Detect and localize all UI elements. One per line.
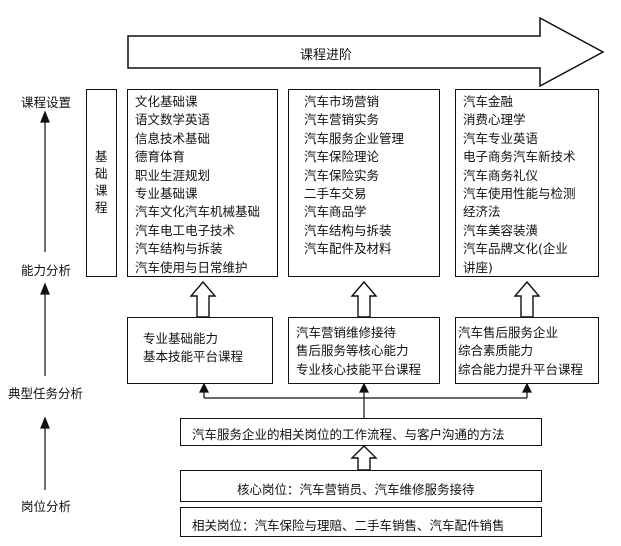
course-item: 汽车使用性能与检测 [463, 186, 576, 202]
course-item: 汽车保险理论 [304, 149, 380, 165]
basic-course-tag: 基 础 课 程 [95, 148, 108, 216]
ability-box-core [288, 317, 440, 384]
course-item: 汽车服务企业管理 [304, 130, 405, 146]
progress-banner-label: 课程进阶 [300, 48, 353, 63]
course-item: 汽车商品学 [304, 204, 367, 220]
basic-course-tag-char: 课 [95, 183, 108, 198]
label-ability-analysis: 能力分析 [21, 263, 72, 278]
course-item: 汽车结构与拆装 [135, 241, 223, 257]
course-box-basic [127, 89, 278, 277]
course-item: 汽车美容装潢 [463, 222, 539, 238]
basic-course-tag-box [86, 89, 117, 277]
ability-list-comprehensive: 汽车售后服务企业 综合素质能力 综合能力提升平台课程 [458, 324, 583, 379]
course-item: 汽车市场营销 [304, 94, 380, 109]
course-item: 汽车专业英语 [463, 130, 539, 146]
ability-item: 专业核心技能平台课程 [296, 361, 422, 377]
ability-item: 综合素质能力 [458, 343, 534, 359]
course-item: 语文数学英语 [135, 112, 211, 128]
course-item: 经济法 [463, 204, 501, 220]
core-positions-label: 核心岗位：汽车营销员、汽车维修服务接待 [237, 482, 475, 497]
course-item: 汽车配件及材料 [304, 241, 392, 257]
ability-item: 综合能力提升平台课程 [458, 361, 584, 377]
course-list-core: 汽车市场营销 汽车营销实务 汽车服务企业管理 汽车保险理论 汽车保险实务 二手车… [304, 93, 404, 259]
basic-course-tag-char: 基 [95, 149, 108, 164]
ability-list-core: 汽车营销维修接待 售后服务等核心能力 专业核心技能平台课程 [296, 324, 421, 379]
ability-list-basic: 专业基础能力 基本技能平台课程 [143, 330, 243, 367]
workflow-label: 汽车服务企业的相关岗位的工作流程、与客户沟通的方法 [192, 427, 505, 442]
course-item: 职业生涯规划 [135, 167, 211, 183]
course-item: 汽车保险实务 [304, 167, 380, 183]
course-item: 汽车金融 [463, 94, 514, 109]
course-item: 消费心理学 [463, 112, 526, 128]
ability-item: 汽车售后服务企业 [458, 325, 559, 340]
workflow-box [180, 418, 542, 446]
course-item: 德育体育 [135, 149, 186, 165]
course-item: 汽车商务礼仪 [463, 167, 539, 183]
course-item: 二手车交易 [304, 186, 367, 202]
progress-arrow-shape [127, 16, 605, 88]
course-item: 汽车结构与拆装 [304, 222, 392, 238]
label-course-setting: 课程设置 [21, 95, 72, 110]
ability-item: 售后服务等核心能力 [296, 343, 409, 359]
course-item: 汽车使用与日常维护 [135, 259, 248, 275]
course-item: 汽车电工电子技术 [135, 222, 236, 238]
course-list-basic: 文化基础课 语文数学英语 信息技术基础 德育体育 职业生涯规划 专业基础课 汽车… [135, 93, 260, 277]
course-item: 讲座) [463, 259, 493, 275]
basic-course-tag-char: 础 [95, 166, 108, 181]
related-positions-label: 相关岗位：汽车保险与理赔、二手车销售、汽车配件销售 [192, 518, 505, 533]
course-item: 汽车营销实务 [304, 112, 380, 128]
course-item: 汽车品牌文化(企业 [463, 241, 568, 257]
course-list-extended: 汽车金融 消费心理学 汽车专业英语 电子商务汽车新技术 汽车商务礼仪 汽车使用性… [463, 93, 576, 277]
course-item: 汽车文化汽车机械基础 [135, 204, 261, 220]
course-item: 文化基础课 [135, 94, 198, 109]
ability-box-basic [127, 317, 273, 384]
related-positions-box [180, 507, 542, 537]
branch-connector [199, 382, 532, 418]
label-task-analysis: 典型任务分析 [8, 386, 84, 401]
ability-item: 基本技能平台课程 [143, 349, 244, 365]
left-axis-arrows [40, 110, 50, 490]
label-position-analysis: 岗位分析 [21, 499, 72, 514]
course-item: 专业基础课 [135, 186, 198, 202]
course-box-extended [455, 89, 599, 277]
core-positions-box [180, 470, 542, 502]
hollow-up-arrows [189, 280, 541, 471]
course-box-core [288, 89, 440, 277]
ability-item: 汽车营销维修接待 [296, 325, 397, 340]
ability-box-comprehensive [455, 317, 599, 384]
basic-course-tag-char: 程 [95, 200, 108, 215]
course-item: 电子商务汽车新技术 [463, 149, 576, 165]
course-item: 信息技术基础 [135, 130, 211, 146]
ability-item: 专业基础能力 [143, 331, 219, 346]
